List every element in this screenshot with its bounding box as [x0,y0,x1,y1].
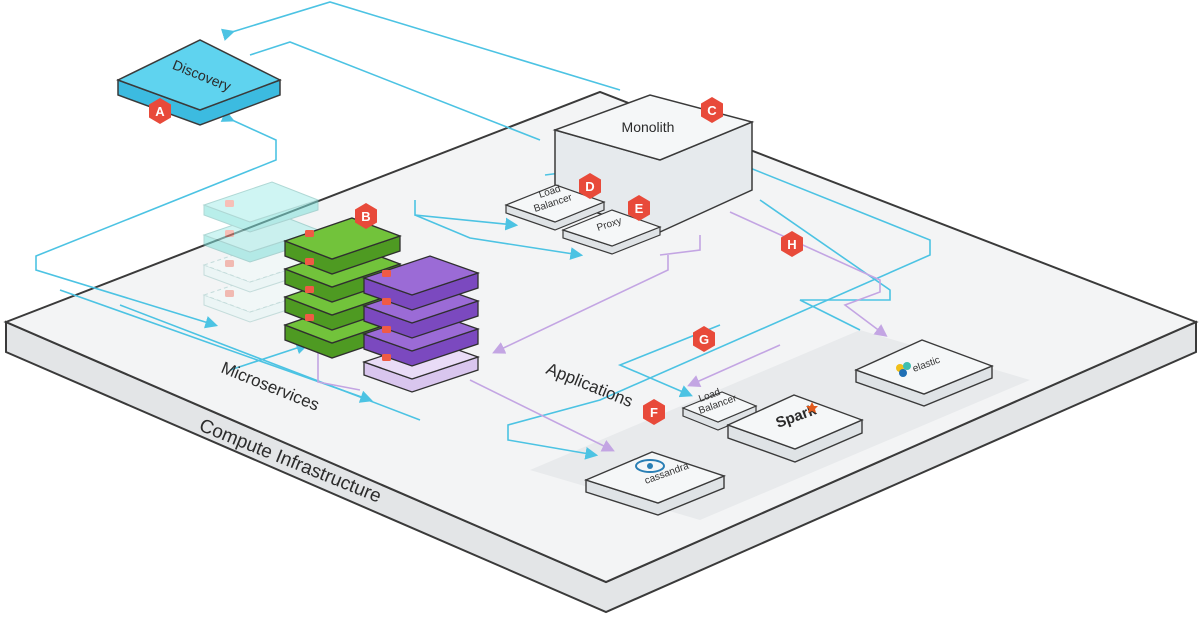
spark-node[interactable]: Spark [726,394,864,463]
badge-c: C [701,97,723,123]
svg-text:B: B [361,209,370,224]
monolith-load-balancer[interactable]: Load Balancer [504,184,606,231]
cassandra-eye-icon [635,459,665,473]
badge-g: G [693,326,715,352]
svg-text:D: D [585,179,594,194]
discovery-flows [35,1,931,460]
spark-star-icon [806,402,818,413]
badge-f: F [643,399,665,425]
svg-text:F: F [650,405,658,420]
svg-text:C: C [707,103,717,118]
svg-text:H: H [787,237,796,252]
svg-text:A: A [155,104,165,119]
cassandra-node[interactable]: cassandra [583,451,727,516]
purple-service-stack[interactable] [362,255,480,393]
svg-text:G: G [699,332,709,347]
badge-b: B [355,203,377,229]
monolith-label: Monolith [622,119,675,135]
badge-d: D [579,173,601,199]
elastic-logo-icon [896,362,911,377]
badge-a: A [149,98,171,124]
apps-load-balancer[interactable]: Load Balancer [681,387,758,431]
discovery-node[interactable]: Discovery [116,39,282,126]
faded-service-stack [202,181,320,323]
badge-e: E [628,195,650,221]
elastic-node[interactable]: elastic [854,339,994,407]
badge-h: H [781,231,803,257]
svg-text:E: E [635,201,644,216]
